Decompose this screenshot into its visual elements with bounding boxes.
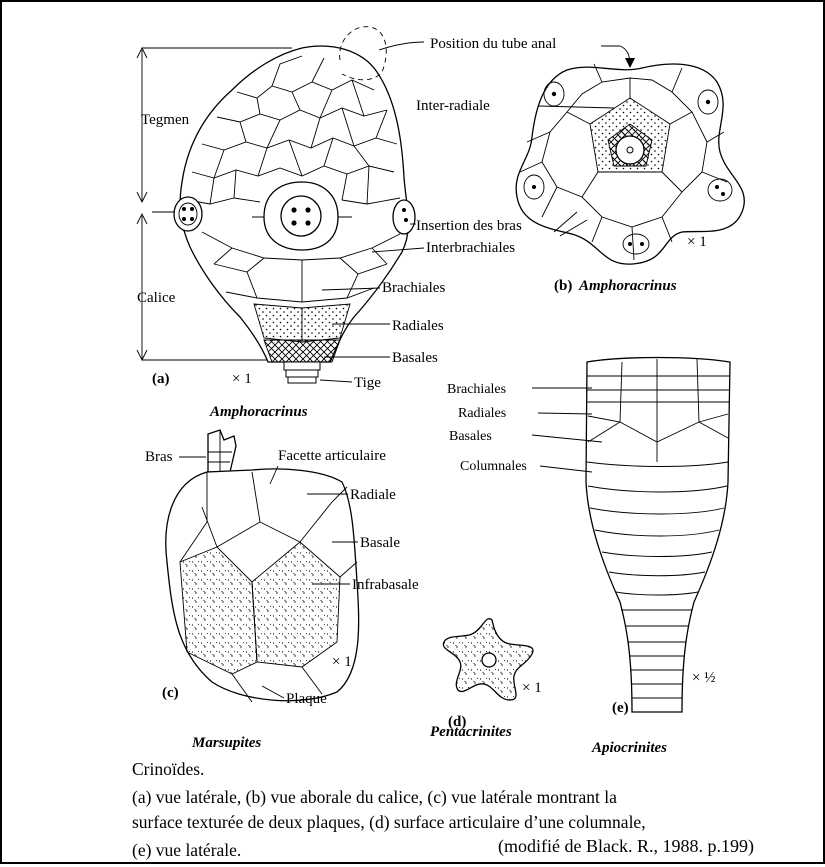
arm-insertion-right [393, 200, 415, 234]
tube-label: Position du tube anal [430, 36, 556, 52]
figure-d-genus: Pentacrinites [430, 724, 512, 740]
tube-arrow-line [601, 46, 630, 64]
central-canal [616, 136, 644, 164]
caption-title: Crinoïdes. [132, 759, 204, 780]
brachiales-e-label: Brachiales [447, 382, 506, 397]
basale-label: Basale [360, 535, 400, 551]
caption-line-1: (a) vue latérale, (b) vue aborale du cal… [132, 787, 617, 808]
caption-line-2: surface texturée de deux plaques, (d) su… [132, 812, 646, 833]
figure-d: × 1 (d) Pentacrinites [430, 619, 542, 740]
infrabasale-label: Infrabasale [352, 577, 419, 593]
inter-radiale-label: Inter-radiale [416, 98, 490, 114]
figure-a-tag: (a) [152, 371, 170, 387]
basal-plates [264, 340, 340, 362]
brachiales-label: Brachiales [382, 280, 445, 296]
figure-b-genus: Amphoracrinus [578, 278, 677, 294]
figure-e-scale: × ½ [692, 670, 715, 686]
figure-c: Bras Facette articulaire Radiale Basale … [145, 430, 419, 751]
calice-label: Calice [137, 290, 176, 306]
insertion-label: Insertion des bras [416, 218, 522, 234]
figure-a-genus: Amphoracrinus [209, 404, 308, 420]
basales-e-label: Basales [449, 429, 492, 444]
tige-leader [320, 380, 352, 382]
columnales-label: Columnales [460, 459, 527, 474]
figure-c-genus: Marsupites [191, 735, 261, 751]
tige-label: Tige [354, 375, 381, 391]
bras-label: Bras [145, 449, 173, 465]
radiales-label: Radiales [392, 318, 444, 334]
pentacrinites-lumen [482, 653, 496, 667]
caption-line-3: (e) vue latérale. [132, 840, 241, 861]
plaque-label: Plaque [286, 691, 327, 707]
apiocrinites-outline [586, 358, 730, 713]
stem [284, 362, 320, 383]
figure-c-scale: × 1 [332, 654, 352, 670]
figure-e: Brachiales Radiales Basales Columnales ×… [447, 358, 730, 757]
figure-a-scale: × 1 [232, 371, 252, 387]
radiales-e-label: Radiales [458, 406, 506, 421]
basales-label: Basales [392, 350, 438, 366]
radiale-label: Radiale [350, 487, 396, 503]
interbrachiales-label: Interbrachiales [426, 240, 515, 256]
figure-c-tag: (c) [162, 685, 179, 701]
arm-insertion-left [174, 197, 202, 231]
tube-arrow-head [625, 58, 635, 68]
figure-e-tag: (e) [612, 700, 629, 716]
figure-d-scale: × 1 [522, 680, 542, 696]
tegmen-label: Tegmen [141, 112, 190, 128]
figure-b-tag: (b) [554, 278, 572, 294]
figure-b: Inter-radiale × 1 (b) Amphoracrinus [416, 64, 744, 294]
arm-stub [208, 430, 236, 472]
figure-e-genus: Apiocrinites [591, 740, 667, 756]
caption-source: (modifié de Black. R., 1988. p.199) [498, 836, 754, 857]
facette-label: Facette articulaire [278, 448, 386, 464]
figure-b-scale: × 1 [687, 234, 707, 250]
